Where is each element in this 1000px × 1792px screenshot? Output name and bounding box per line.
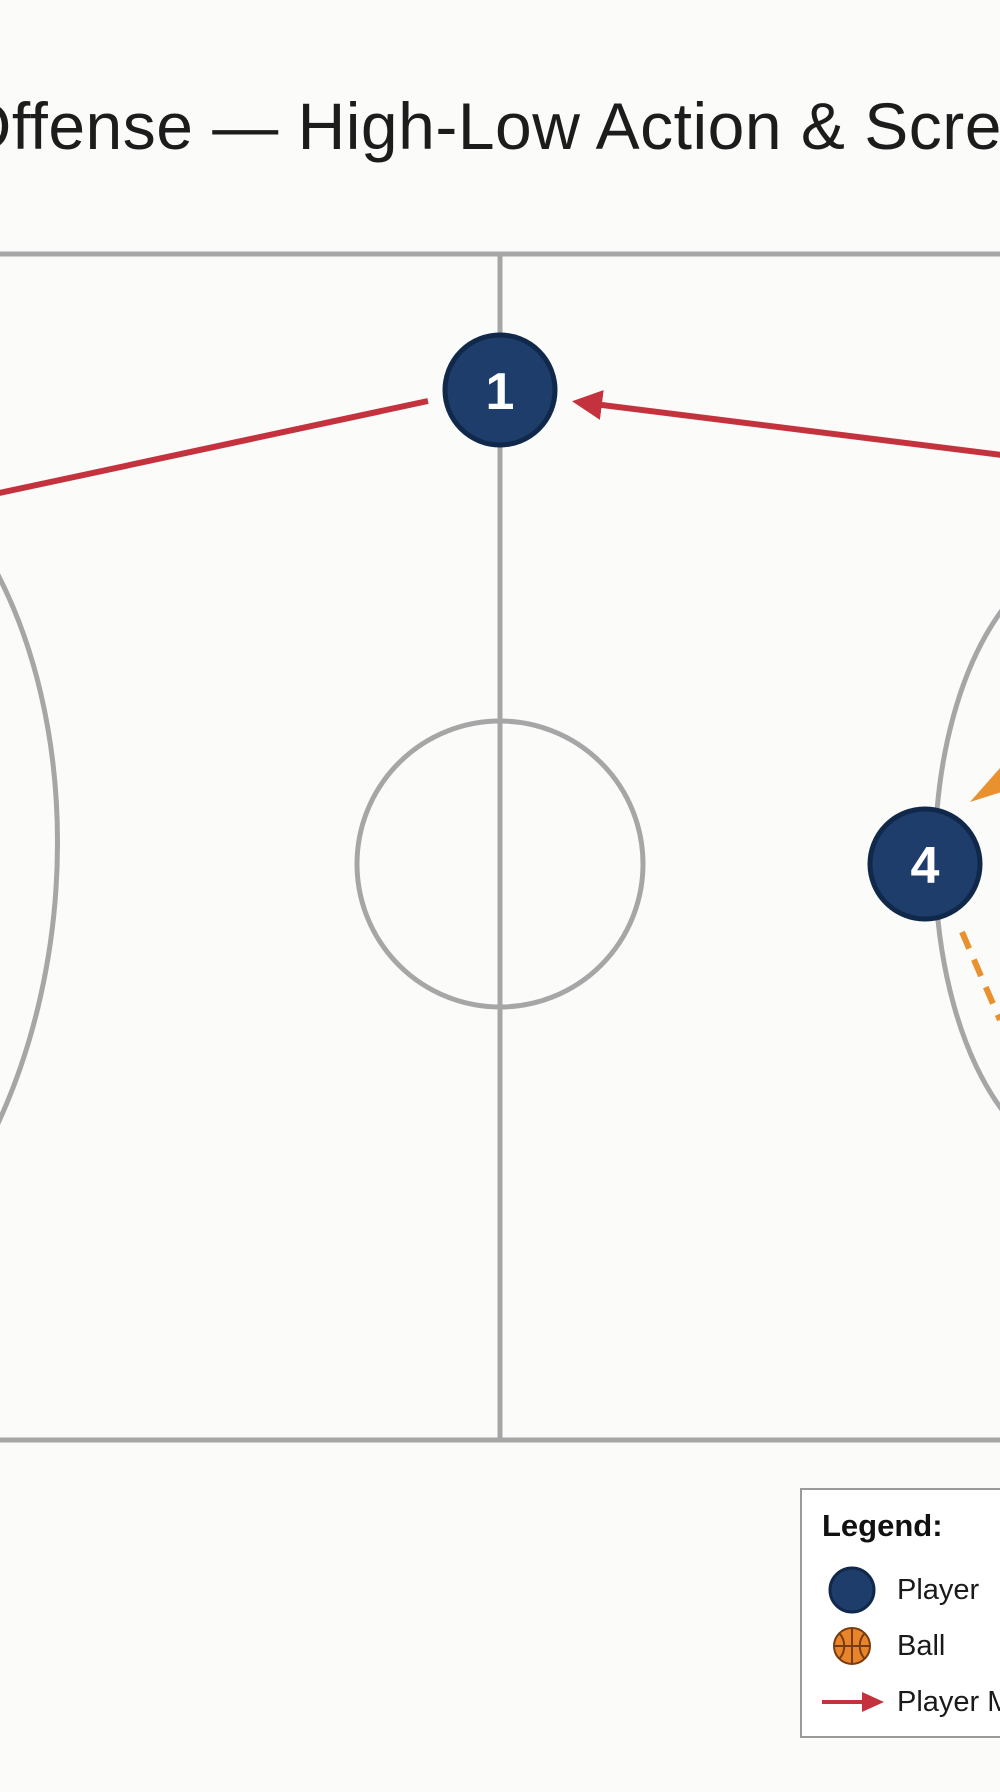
- legend-item-movement: Player Movement: [802, 1678, 1000, 1728]
- red-arrow-icon: [822, 1692, 884, 1712]
- legend-label-movement: Player Movement: [897, 1686, 1000, 1718]
- center-circle: [354, 718, 646, 1010]
- pass-arrowhead: [970, 768, 1000, 802]
- player-4[interactable]: 4: [867, 806, 983, 922]
- basketball-icon: [833, 1627, 871, 1665]
- player-circle-icon: [828, 1566, 876, 1614]
- diagram-title: Offense — High-Low Action & Screen: [0, 89, 1000, 163]
- movement-line-left: [0, 398, 429, 496]
- player-1[interactable]: 1: [442, 332, 558, 448]
- left-three-point-arc: [0, 573, 60, 1125]
- legend-item-player: Player: [802, 1566, 1000, 1616]
- legend-title: Legend:: [822, 1508, 943, 1543]
- pass-line-dashed: [959, 930, 1000, 1022]
- player-4-circle: [867, 806, 983, 922]
- legend-box: Legend: Player Ball Player Movement: [800, 1488, 1000, 1738]
- movement-arrow-right: [572, 390, 1000, 458]
- player-1-circle: [442, 332, 558, 448]
- legend-label-ball: Ball: [897, 1630, 946, 1662]
- legend-label-player: Player: [897, 1574, 980, 1606]
- legend-item-ball: Ball: [802, 1622, 1000, 1672]
- player-1-number: 1: [486, 363, 515, 421]
- player-4-number: 4: [911, 837, 940, 895]
